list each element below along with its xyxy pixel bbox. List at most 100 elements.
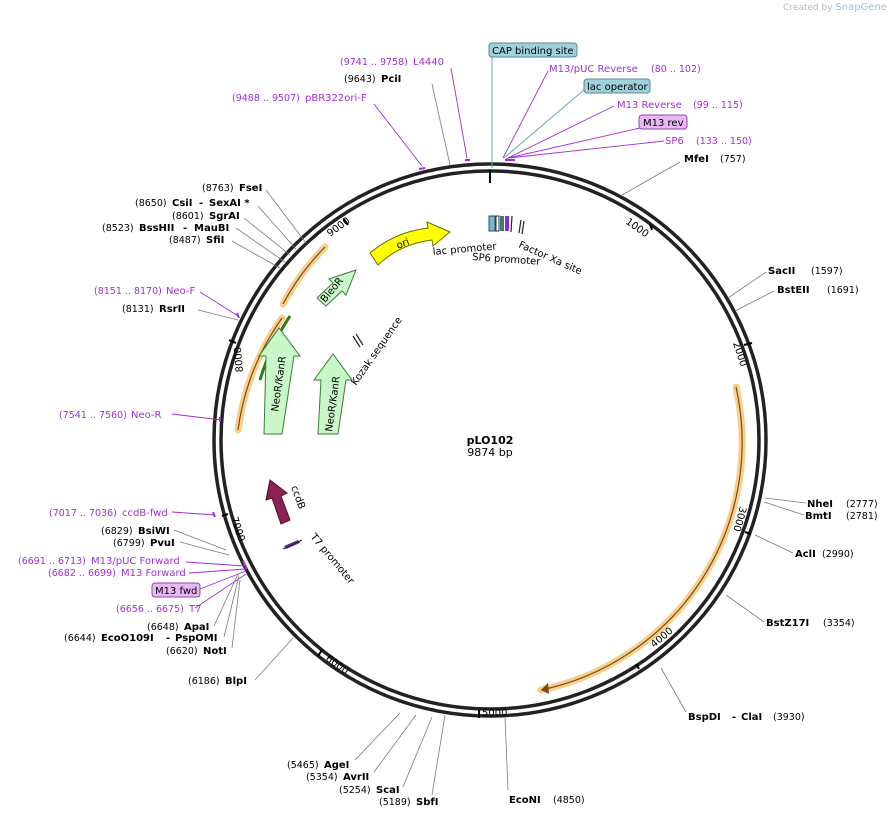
mark-pbr322ori-f (418, 167, 426, 170)
leader-m13-rev-box (507, 127, 641, 159)
bleor-arrow (316, 269, 357, 307)
l4440-name: L4440 (413, 57, 444, 68)
leader-m13-reverse (505, 105, 615, 160)
t7-pos: (6656 .. 6675) (116, 604, 184, 615)
primer-marks (212, 159, 515, 570)
cap-binding-box (488, 42, 578, 58)
ccdb-fwd-name: ccdB-fwd (122, 508, 168, 519)
kozak-glyph-1 (355, 333, 364, 346)
rsrii-pos: (8131) (122, 304, 154, 315)
m13-puc-forward-name: M13/pUC Forward (91, 556, 180, 567)
bspdi-pos: (3930) (773, 712, 805, 723)
factor-xa-glyph-2 (521, 220, 525, 235)
tick-label-5000: 5000 (482, 708, 507, 719)
snapgene-logo: SnapGene (835, 2, 887, 13)
bsshii-pos: (8523) (102, 223, 134, 234)
credit-text: Created by (783, 3, 833, 13)
noti-pos: (6620) (166, 646, 198, 657)
m13-fwd-box (151, 582, 201, 598)
leader-m13-fwd-box (199, 570, 247, 590)
leader-bmti (763, 501, 805, 516)
pspomi-dash: - (166, 633, 170, 644)
leader-acli (754, 534, 794, 554)
tick-2000 (743, 342, 753, 346)
sacii-name: SacII (768, 266, 795, 277)
nhei-name: NheI (807, 499, 833, 510)
cap-binding-label: CAP binding site (492, 46, 574, 57)
bstz17i-name: BstZ17I (766, 618, 809, 629)
m13-forward-pos: (6682 .. 6699) (48, 568, 116, 579)
credit: Created by SnapGene (783, 2, 887, 13)
csii-pos: (8650) (135, 198, 167, 209)
tick-8000 (228, 339, 237, 344)
factor-xa-glyph-1 (518, 219, 522, 234)
leader-neo-f (199, 291, 239, 317)
lac-operator-label: lac operator (587, 82, 648, 93)
pspomi-name: PspOMI (175, 633, 217, 644)
leader-csii (257, 205, 297, 250)
leader-agei (354, 712, 401, 761)
econi-pos: (4850) (553, 795, 585, 806)
neor-arrow-1 (258, 327, 301, 435)
bspdi-name: BspDI (688, 712, 721, 723)
leader-ecoo109i (223, 575, 240, 638)
orf-arc-right-head (541, 683, 549, 694)
mark-neo-f (236, 312, 240, 319)
leader-pvui (179, 541, 230, 556)
mfei-name: MfeI (684, 154, 709, 165)
orf-arc-top-core (282, 246, 326, 305)
avrii-pos: (5354) (306, 772, 338, 783)
mfei-pos: (757) (720, 154, 746, 165)
leader-mfei (621, 161, 681, 196)
bmti-name: BmtI (805, 511, 832, 522)
acli-name: AclI (795, 549, 816, 560)
pbr322ori-f-name: pBR322ori-F (305, 93, 367, 104)
apai-name: ApaI (184, 622, 209, 633)
leader-bspdi (660, 667, 687, 713)
cap-site-glyph (488, 215, 496, 232)
leader-m13-puc-forward (185, 561, 246, 567)
leader-l4440 (450, 67, 468, 159)
t7-promoter-label: T7 promoter (307, 531, 357, 587)
clai-dash: - (732, 712, 736, 723)
leader-bstz17i (725, 594, 765, 623)
sfii-name: SfiI (206, 235, 224, 246)
sgrai-name: SgrAI (209, 211, 240, 222)
lac-promoter-glyph (495, 215, 500, 232)
fsei-name: FseI (239, 183, 262, 194)
tick-9000 (343, 218, 349, 226)
clai-name: ClaI (741, 712, 762, 723)
pcii-name: PciI (381, 74, 401, 85)
sbfi-name: SbfI (416, 797, 438, 808)
primer-leaders (171, 67, 665, 609)
leader-scai (402, 716, 433, 788)
sp6-name: SP6 (665, 136, 684, 147)
bsshii-name: BssHII (139, 223, 174, 234)
plasmid-length: 9874 bp (467, 446, 512, 459)
bsteii-pos: (1691) (827, 285, 859, 296)
sgrai-pos: (8601) (172, 211, 204, 222)
leader-sacii (727, 271, 767, 299)
neo-f-name: Neo-F (166, 286, 196, 297)
leader-m13-puc-reverse (502, 70, 549, 159)
leader-t7 (194, 573, 247, 609)
leader-bsteii (734, 290, 775, 312)
pcii-pos: (9643) (344, 74, 376, 85)
tick-marks (221, 218, 753, 718)
backbone-outer (212, 162, 768, 718)
leader-avrii (373, 714, 417, 773)
t7-name: T7 (188, 604, 201, 615)
leader-econi (504, 716, 509, 791)
ccdb-fwd-pos: (7017 .. 7036) (49, 508, 117, 519)
bmti-pos: (2781) (846, 511, 878, 522)
l4440-pos: (9741 .. 9758) (340, 57, 408, 68)
bsteii-name: BstEII (777, 285, 810, 296)
leader-sbfi (431, 714, 446, 796)
blpi-name: BlpI (225, 676, 247, 687)
scai-pos: (5254) (339, 785, 371, 796)
neo-r-pos: (7541 .. 7560) (59, 410, 127, 421)
ccdb-label: ccdB (288, 484, 307, 511)
leader-lac-operator (503, 88, 586, 159)
sp6-promoter-label: SP6 promoter (472, 252, 542, 268)
